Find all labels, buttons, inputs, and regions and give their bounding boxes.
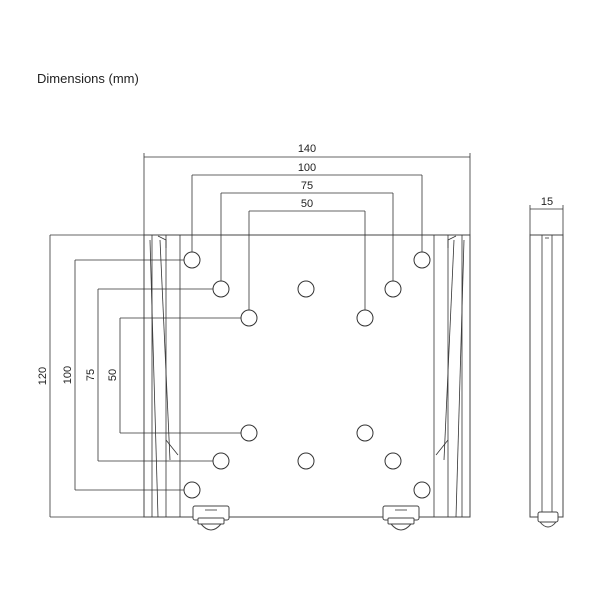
height-label-100: 100 <box>62 366 74 384</box>
width-dimensions: 140 100 75 50 <box>143 143 471 310</box>
depth-label-15: 15 <box>541 196 553 208</box>
width-label-100: 100 <box>298 162 316 174</box>
front-view: 140 100 75 50 <box>37 143 471 531</box>
hole-75-bottom-right <box>384 452 402 470</box>
right-lock-knob <box>382 505 420 531</box>
left-lock-knob <box>192 505 230 531</box>
hole-75-top-right <box>384 280 402 298</box>
width-dim-140: 140 <box>143 143 471 235</box>
height-label-120: 120 <box>37 367 49 385</box>
hole-50-bottom-left <box>240 424 258 442</box>
width-dim-75: 75 <box>220 180 394 281</box>
width-label-140: 140 <box>298 143 316 155</box>
hole-50-top-right <box>356 309 374 327</box>
hole-center-bottom <box>297 452 315 470</box>
vesa-holes <box>183 251 431 499</box>
hole-50-bottom-right <box>356 424 374 442</box>
side-profile <box>529 234 564 518</box>
height-dim-100: 100 <box>62 259 184 491</box>
height-label-75: 75 <box>85 369 97 381</box>
height-dim-75: 75 <box>85 288 213 462</box>
side-lock-knob <box>537 511 559 523</box>
diagram-title: Dimensions (mm) <box>37 71 139 86</box>
width-dim-50: 50 <box>248 198 366 310</box>
hole-100-bottom-left <box>183 481 201 499</box>
hole-50-top-left <box>240 309 258 327</box>
width-dim-100: 100 <box>191 162 423 252</box>
hole-75-top-left <box>212 280 230 298</box>
height-dim-50: 50 <box>107 317 241 434</box>
hole-75-bottom-left <box>212 452 230 470</box>
depth-dim-15: 15 <box>529 196 564 235</box>
height-dim-120: 120 <box>37 234 144 518</box>
hole-100-top-right <box>413 251 431 269</box>
width-label-75: 75 <box>301 180 313 192</box>
left-side-arm <box>149 235 181 518</box>
height-dimensions: 120 100 75 50 <box>37 234 241 518</box>
hole-100-bottom-right <box>413 481 431 499</box>
hole-center-top <box>297 280 315 298</box>
mount-plate <box>143 234 471 518</box>
height-label-50: 50 <box>107 369 119 381</box>
hole-100-top-left <box>183 251 201 269</box>
width-label-50: 50 <box>301 198 313 210</box>
right-side-arm <box>433 235 465 518</box>
side-view: 15 <box>529 196 564 528</box>
